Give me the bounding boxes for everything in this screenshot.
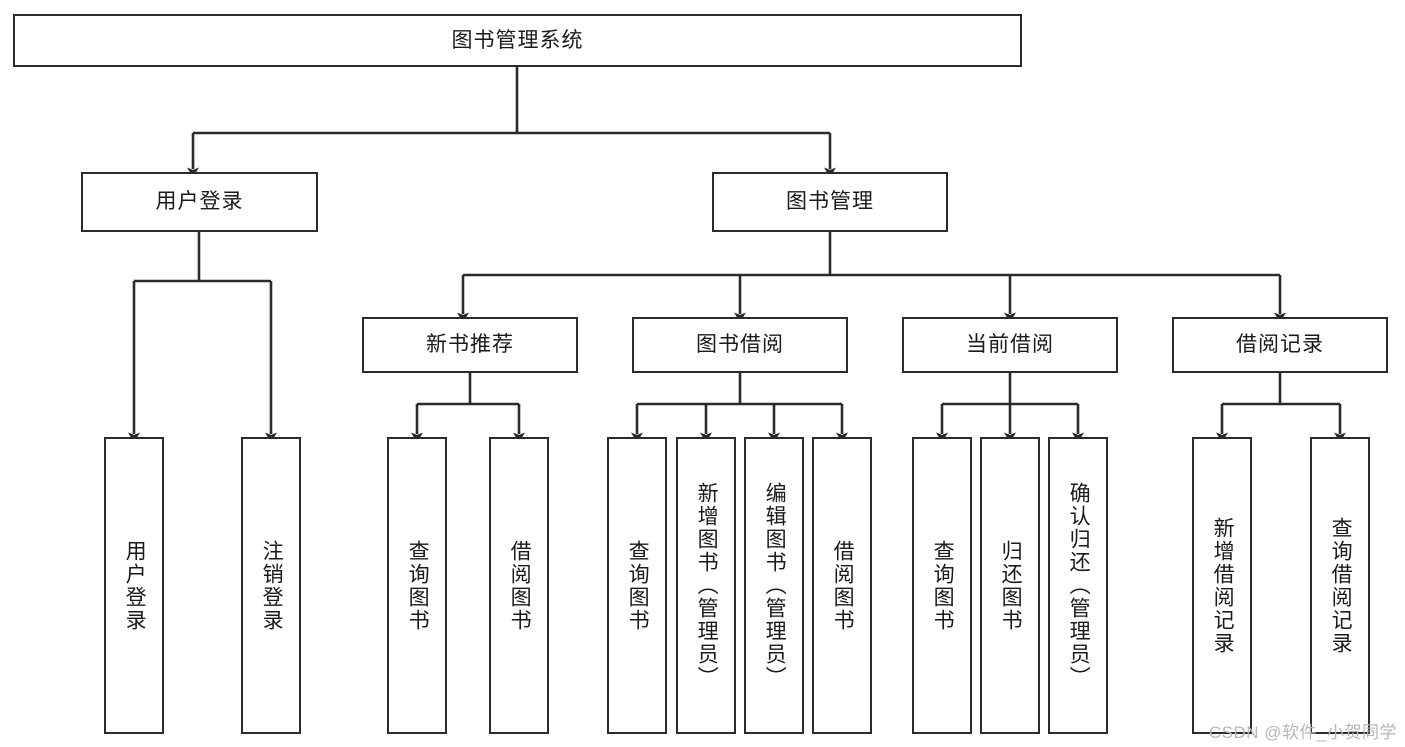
node-label: 查询借阅记录 [1329, 516, 1353, 655]
node-label: 图书借阅 [696, 333, 784, 357]
node-label: 归还图书 [999, 539, 1023, 632]
leaf-current-borrow-return-book[interactable]: 归还图书 [980, 437, 1040, 734]
node-label: 借阅图书 [508, 539, 532, 632]
leaf-book-borrow-edit-book-admin[interactable]: 编辑图书（管理员） [744, 437, 804, 734]
leaf-borrow-record-add-record[interactable]: 新增借阅记录 [1192, 437, 1252, 734]
leaf-new-book-query-book[interactable]: 查询图书 [387, 437, 447, 734]
node-current-borrow[interactable]: 当前借阅 [902, 317, 1118, 373]
node-label: 查询图书 [931, 539, 955, 632]
leaf-current-borrow-confirm-return-admin[interactable]: 确认归还（管理员） [1048, 437, 1108, 734]
node-label: 查询图书 [626, 539, 650, 632]
leaf-user-login-login[interactable]: 用户登录 [104, 437, 164, 734]
node-new-book-recommend[interactable]: 新书推荐 [362, 317, 578, 373]
node-label: 用户登录 [123, 539, 147, 632]
node-label: 注销登录 [260, 539, 284, 632]
leaf-book-borrow-query-book[interactable]: 查询图书 [607, 437, 667, 734]
node-book-management[interactable]: 图书管理 [712, 172, 948, 232]
node-root-book-management-system[interactable]: 图书管理系统 [13, 14, 1022, 67]
node-label: 查询图书 [406, 539, 430, 632]
node-label: 当前借阅 [966, 333, 1054, 357]
node-label: 新增借阅记录 [1211, 516, 1235, 655]
leaf-borrow-record-query-record[interactable]: 查询借阅记录 [1310, 437, 1370, 734]
node-label: 确认归还（管理员） [1067, 482, 1091, 689]
node-label: 借阅记录 [1236, 333, 1324, 357]
node-user-login[interactable]: 用户登录 [81, 172, 318, 232]
node-label: 新书推荐 [426, 333, 514, 357]
leaf-user-login-logout[interactable]: 注销登录 [241, 437, 301, 734]
leaf-current-borrow-query-book[interactable]: 查询图书 [912, 437, 972, 734]
node-label: 编辑图书（管理员） [763, 482, 787, 689]
node-label: 图书管理 [786, 190, 874, 214]
leaf-book-borrow-borrow-book[interactable]: 借阅图书 [812, 437, 872, 734]
watermark-text: CSDN @软件_小贺同学 [1208, 723, 1397, 742]
node-label: 借阅图书 [831, 539, 855, 632]
node-label: 图书管理系统 [451, 28, 584, 52]
node-label: 用户登录 [155, 190, 244, 214]
leaf-new-book-borrow-book[interactable]: 借阅图书 [489, 437, 549, 734]
node-label: 新增图书（管理员） [695, 482, 719, 689]
node-book-borrow[interactable]: 图书借阅 [632, 317, 848, 373]
leaf-book-borrow-add-book-admin[interactable]: 新增图书（管理员） [676, 437, 736, 734]
node-borrow-record[interactable]: 借阅记录 [1172, 317, 1388, 373]
